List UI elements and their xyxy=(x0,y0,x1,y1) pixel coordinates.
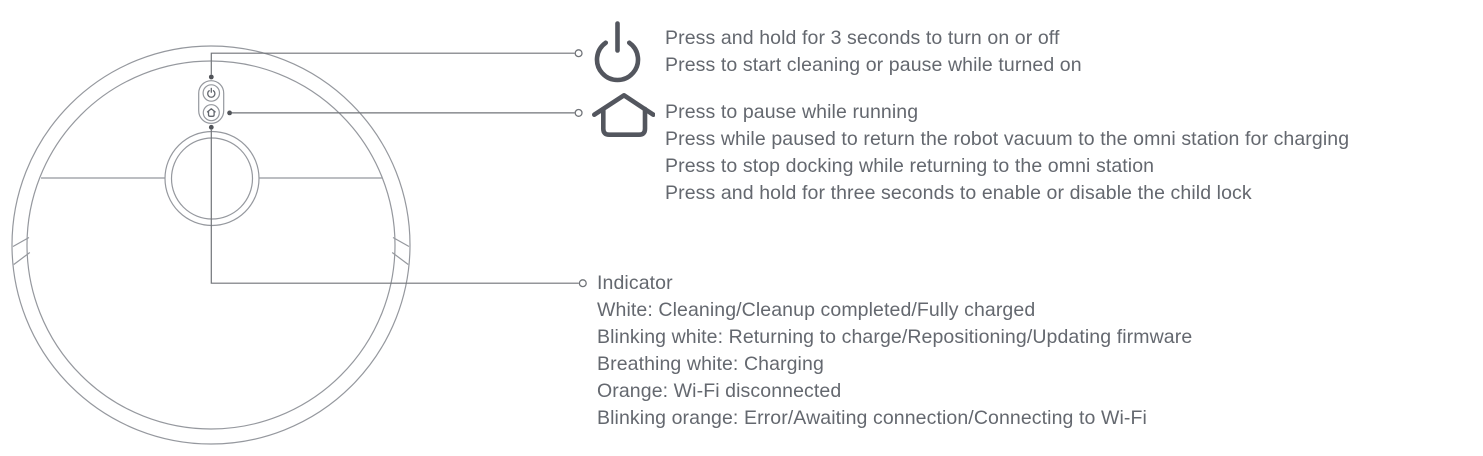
power-button xyxy=(202,84,221,102)
power-callout-line xyxy=(210,52,575,75)
power-instruction-line: Press to start cleaning or pause while t… xyxy=(665,54,1082,76)
home-instructions: Press to pause while running Press while… xyxy=(665,99,1349,207)
indicator-callout-dot xyxy=(208,124,214,130)
indicator-callout-line xyxy=(210,129,579,284)
indicator-title: Indicator xyxy=(597,272,673,294)
home-button xyxy=(202,104,220,122)
home-button-glyph xyxy=(206,108,216,117)
lds-turret-inner xyxy=(170,137,254,220)
power-instruction-line: Press and hold for 3 seconds to turn on … xyxy=(665,27,1060,49)
indicator-state-line: White: Cleaning/Cleanup completed/Fully … xyxy=(597,299,1036,321)
button-panel xyxy=(198,80,225,124)
home-callout-dot xyxy=(227,110,233,116)
indicator-state-line: Blinking white: Returning to charge/Repo… xyxy=(597,326,1193,348)
home-instruction-line: Press to pause while running xyxy=(665,101,919,123)
power-instructions: Press and hold for 3 seconds to turn on … xyxy=(665,25,1082,79)
indicator-legend: Indicator White: Cleaning/Cleanup comple… xyxy=(597,270,1192,432)
power-callout-terminal xyxy=(574,49,583,58)
home-callout-terminal xyxy=(574,108,583,117)
home-instruction-line: Press and hold for three seconds to enab… xyxy=(665,182,1252,204)
home-icon xyxy=(592,93,655,137)
indicator-state-line: Breathing white: Charging xyxy=(597,353,824,375)
indicator-callout-terminal xyxy=(578,279,587,288)
lds-turret-outer xyxy=(164,130,260,227)
home-instruction-line: Press while paused to return the robot v… xyxy=(665,128,1350,150)
bumper-notch-left xyxy=(12,236,31,265)
indicator-state-line: Blinking orange: Error/Awaiting connecti… xyxy=(597,407,1147,429)
indicator-state-line: Orange: Wi-Fi disconnected xyxy=(597,380,842,402)
robot-body-outline xyxy=(11,45,411,445)
bumper-notch-right xyxy=(391,236,410,265)
robot-vacuum-drawing xyxy=(11,45,587,445)
home-instruction-line: Press to stop docking while returning to… xyxy=(665,155,1155,177)
power-button-glyph xyxy=(207,87,216,98)
power-icon xyxy=(594,21,641,83)
power-callout-dot xyxy=(208,74,214,80)
